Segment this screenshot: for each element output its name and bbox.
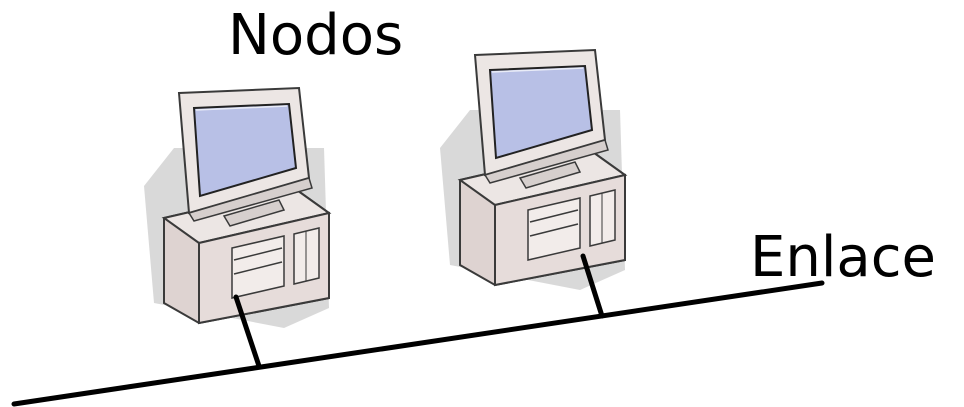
link-label: Enlace	[750, 225, 936, 290]
node-connector-left	[233, 294, 262, 369]
node-computer-right-icon	[439, 49, 626, 291]
link-line	[11, 280, 825, 407]
node-computer-left-icon	[143, 87, 330, 329]
node-connector-right	[580, 253, 605, 319]
nodes-label: Nodos	[228, 3, 404, 68]
